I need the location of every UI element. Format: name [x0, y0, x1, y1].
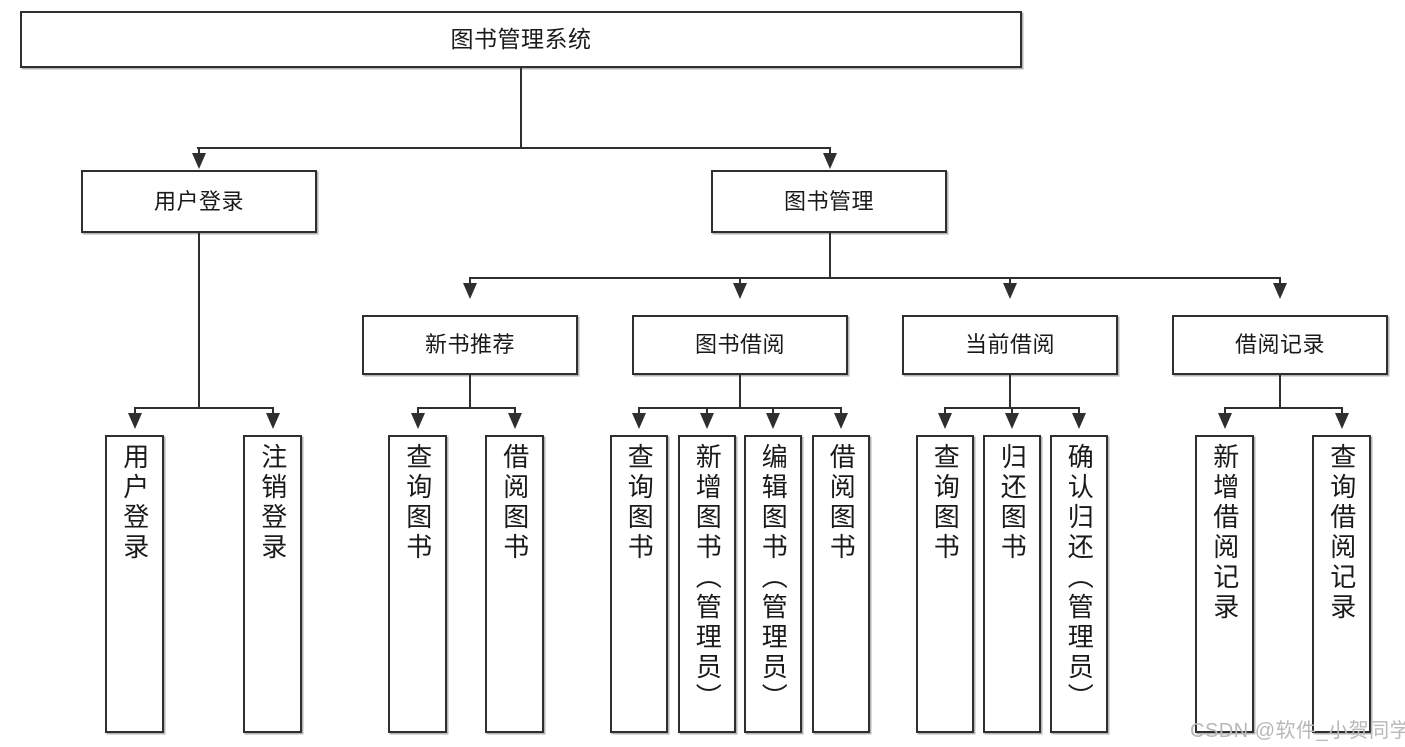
node-leaf-logout[interactable]: 注销登录 — [243, 435, 302, 733]
node-leaf-return-book[interactable]: 归还图书 — [983, 435, 1041, 733]
node-label: 借阅图书 — [826, 443, 857, 563]
connector-to-new-book-recommendation — [469, 277, 471, 287]
node-label: 注销登录 — [257, 443, 288, 563]
node-label: 新增图书（管理员） — [692, 443, 723, 713]
arrowhead-leaf-query-books — [632, 413, 646, 429]
arrowhead-leaf-logout — [266, 413, 280, 429]
node-label: 新书推荐 — [424, 332, 515, 358]
connector-to-leaf-edit-book-admin — [772, 407, 774, 417]
node-new-book-recommendation[interactable]: 新书推荐 — [362, 315, 578, 375]
node-leaf-user-login[interactable]: 用户登录 — [105, 435, 164, 733]
arrowhead-leaf-return-book — [1005, 413, 1019, 429]
node-label: 当前借阅 — [964, 332, 1055, 358]
node-label: 借阅图书 — [499, 443, 530, 563]
arrowhead-leaf-edit-book-admin — [766, 413, 780, 429]
arrowhead-leaf-add-borrow-record — [1218, 413, 1232, 429]
node-user-login[interactable]: 用户登录 — [81, 170, 317, 233]
connector-new-book-recommendation-bus — [417, 407, 515, 409]
node-leaf-borrow-book[interactable]: 借阅图书 — [812, 435, 870, 733]
arrowhead-leaf-confirm-return-admin — [1072, 413, 1086, 429]
connector-user-login-bus — [134, 407, 273, 409]
arrowhead-book-borrowing — [733, 283, 747, 299]
connector-root-bus — [197, 147, 831, 149]
arrowhead-leaf-borrow-books-rec — [508, 413, 522, 429]
node-label: 编辑图书（管理员） — [758, 443, 789, 713]
watermark: CSDN @软件_小贺同学 — [1190, 720, 1405, 742]
connector-to-leaf-query-books-current — [944, 407, 946, 417]
connector-borrow-records-trunk — [1279, 375, 1281, 408]
connector-borrow-records-bus — [1224, 407, 1342, 409]
node-label: 图书管理 — [783, 188, 874, 214]
connector-to-leaf-borrow-book — [840, 407, 842, 417]
node-label: 图书管理系统 — [450, 25, 592, 52]
node-book-borrowing[interactable]: 图书借阅 — [632, 315, 848, 375]
connector-root-trunk — [520, 68, 522, 148]
node-label: 查询借阅记录 — [1326, 443, 1357, 623]
node-label: 查询图书 — [930, 443, 961, 563]
node-label: 查询图书 — [624, 443, 655, 563]
arrowhead-leaf-user-login — [128, 413, 142, 429]
node-label: 用户登录 — [119, 443, 150, 563]
node-leaf-borrow-books-rec[interactable]: 借阅图书 — [485, 435, 544, 733]
node-book-management[interactable]: 图书管理 — [711, 170, 947, 233]
node-current-borrowing[interactable]: 当前借阅 — [902, 315, 1118, 375]
arrowhead-current-borrowing — [1003, 283, 1017, 299]
node-label: 新增借阅记录 — [1209, 443, 1240, 623]
connector-root-to-user-login — [198, 147, 200, 157]
arrowhead-new-book-recommendation — [463, 283, 477, 299]
connector-book-borrowing-trunk — [739, 375, 741, 408]
node-label: 图书借阅 — [694, 332, 785, 358]
connector-book-borrowing-bus — [638, 407, 841, 409]
connector-to-leaf-query-borrow-record — [1341, 407, 1343, 417]
connector-book-management-bus — [469, 277, 1281, 279]
arrowhead-leaf-add-book-admin — [700, 413, 714, 429]
node-label: 确认归还（管理员） — [1064, 443, 1095, 713]
node-leaf-add-borrow-record[interactable]: 新增借阅记录 — [1195, 435, 1254, 733]
node-leaf-edit-book-admin[interactable]: 编辑图书（管理员） — [744, 435, 802, 733]
node-leaf-add-book-admin[interactable]: 新增图书（管理员） — [678, 435, 736, 733]
arrowhead-book-management — [823, 153, 837, 169]
connector-to-borrow-records — [1279, 277, 1281, 287]
arrowhead-leaf-query-books-current — [938, 413, 952, 429]
connector-to-leaf-logout — [272, 407, 274, 417]
node-borrow-records[interactable]: 借阅记录 — [1172, 315, 1388, 375]
connector-book-management-trunk — [829, 233, 831, 278]
connector-user-login-trunk — [198, 233, 200, 408]
node-book-management-system[interactable]: 图书管理系统 — [20, 11, 1022, 68]
node-label: 借阅记录 — [1234, 332, 1325, 358]
connector-to-leaf-return-book — [1011, 407, 1013, 417]
node-label: 归还图书 — [997, 443, 1028, 563]
node-label: 用户登录 — [153, 188, 244, 214]
arrowhead-leaf-query-books-rec — [411, 413, 425, 429]
connector-to-leaf-confirm-return-admin — [1078, 407, 1080, 417]
arrowhead-user-login — [192, 153, 206, 169]
connector-to-leaf-borrow-books-rec — [514, 407, 516, 417]
connector-to-leaf-add-book-admin — [706, 407, 708, 417]
connector-to-leaf-query-books-rec — [417, 407, 419, 417]
connector-to-book-borrowing — [739, 277, 741, 287]
connector-new-book-recommendation-trunk — [469, 375, 471, 408]
connector-to-current-borrowing — [1009, 277, 1011, 287]
node-label: 查询图书 — [402, 443, 433, 563]
arrowhead-borrow-records — [1273, 283, 1287, 299]
node-leaf-query-books-current[interactable]: 查询图书 — [916, 435, 974, 733]
connector-to-leaf-add-borrow-record — [1224, 407, 1226, 417]
connector-root-to-book-management — [829, 147, 831, 157]
connector-current-borrowing-trunk — [1009, 375, 1011, 408]
node-leaf-query-books-rec[interactable]: 查询图书 — [388, 435, 447, 733]
node-leaf-query-books[interactable]: 查询图书 — [610, 435, 668, 733]
arrowhead-leaf-borrow-book — [834, 413, 848, 429]
connector-to-leaf-query-books — [638, 407, 640, 417]
node-leaf-query-borrow-record[interactable]: 查询借阅记录 — [1312, 435, 1371, 733]
node-leaf-confirm-return-admin[interactable]: 确认归还（管理员） — [1050, 435, 1108, 733]
arrowhead-leaf-query-borrow-record — [1335, 413, 1349, 429]
connector-to-leaf-user-login — [134, 407, 136, 417]
